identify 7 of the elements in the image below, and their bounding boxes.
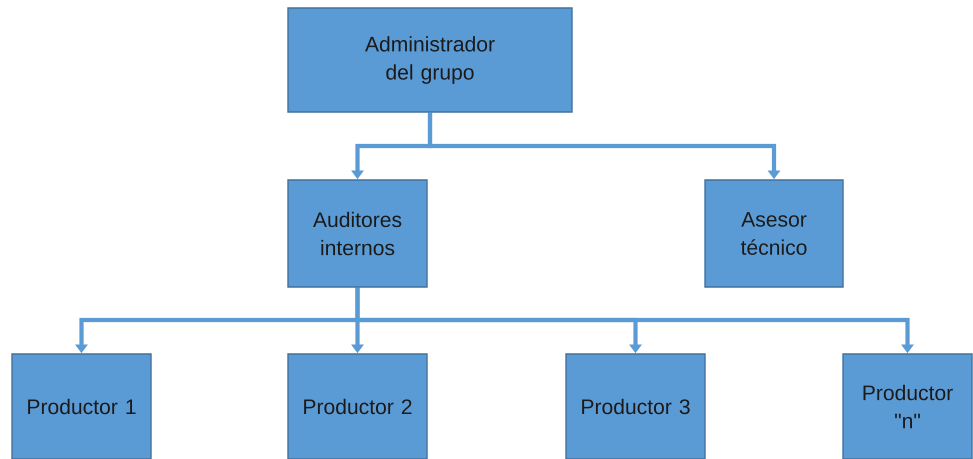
org-box: Productor "n" [842,353,973,459]
org-box: Administrador del grupo [287,7,573,113]
org-box: Productor 1 [11,353,152,459]
org-box: Productor 2 [287,353,428,459]
org-box: Productor 3 [565,353,706,459]
org-box: Asesor técnico [704,179,844,288]
org-box: Auditores internos [287,179,428,288]
